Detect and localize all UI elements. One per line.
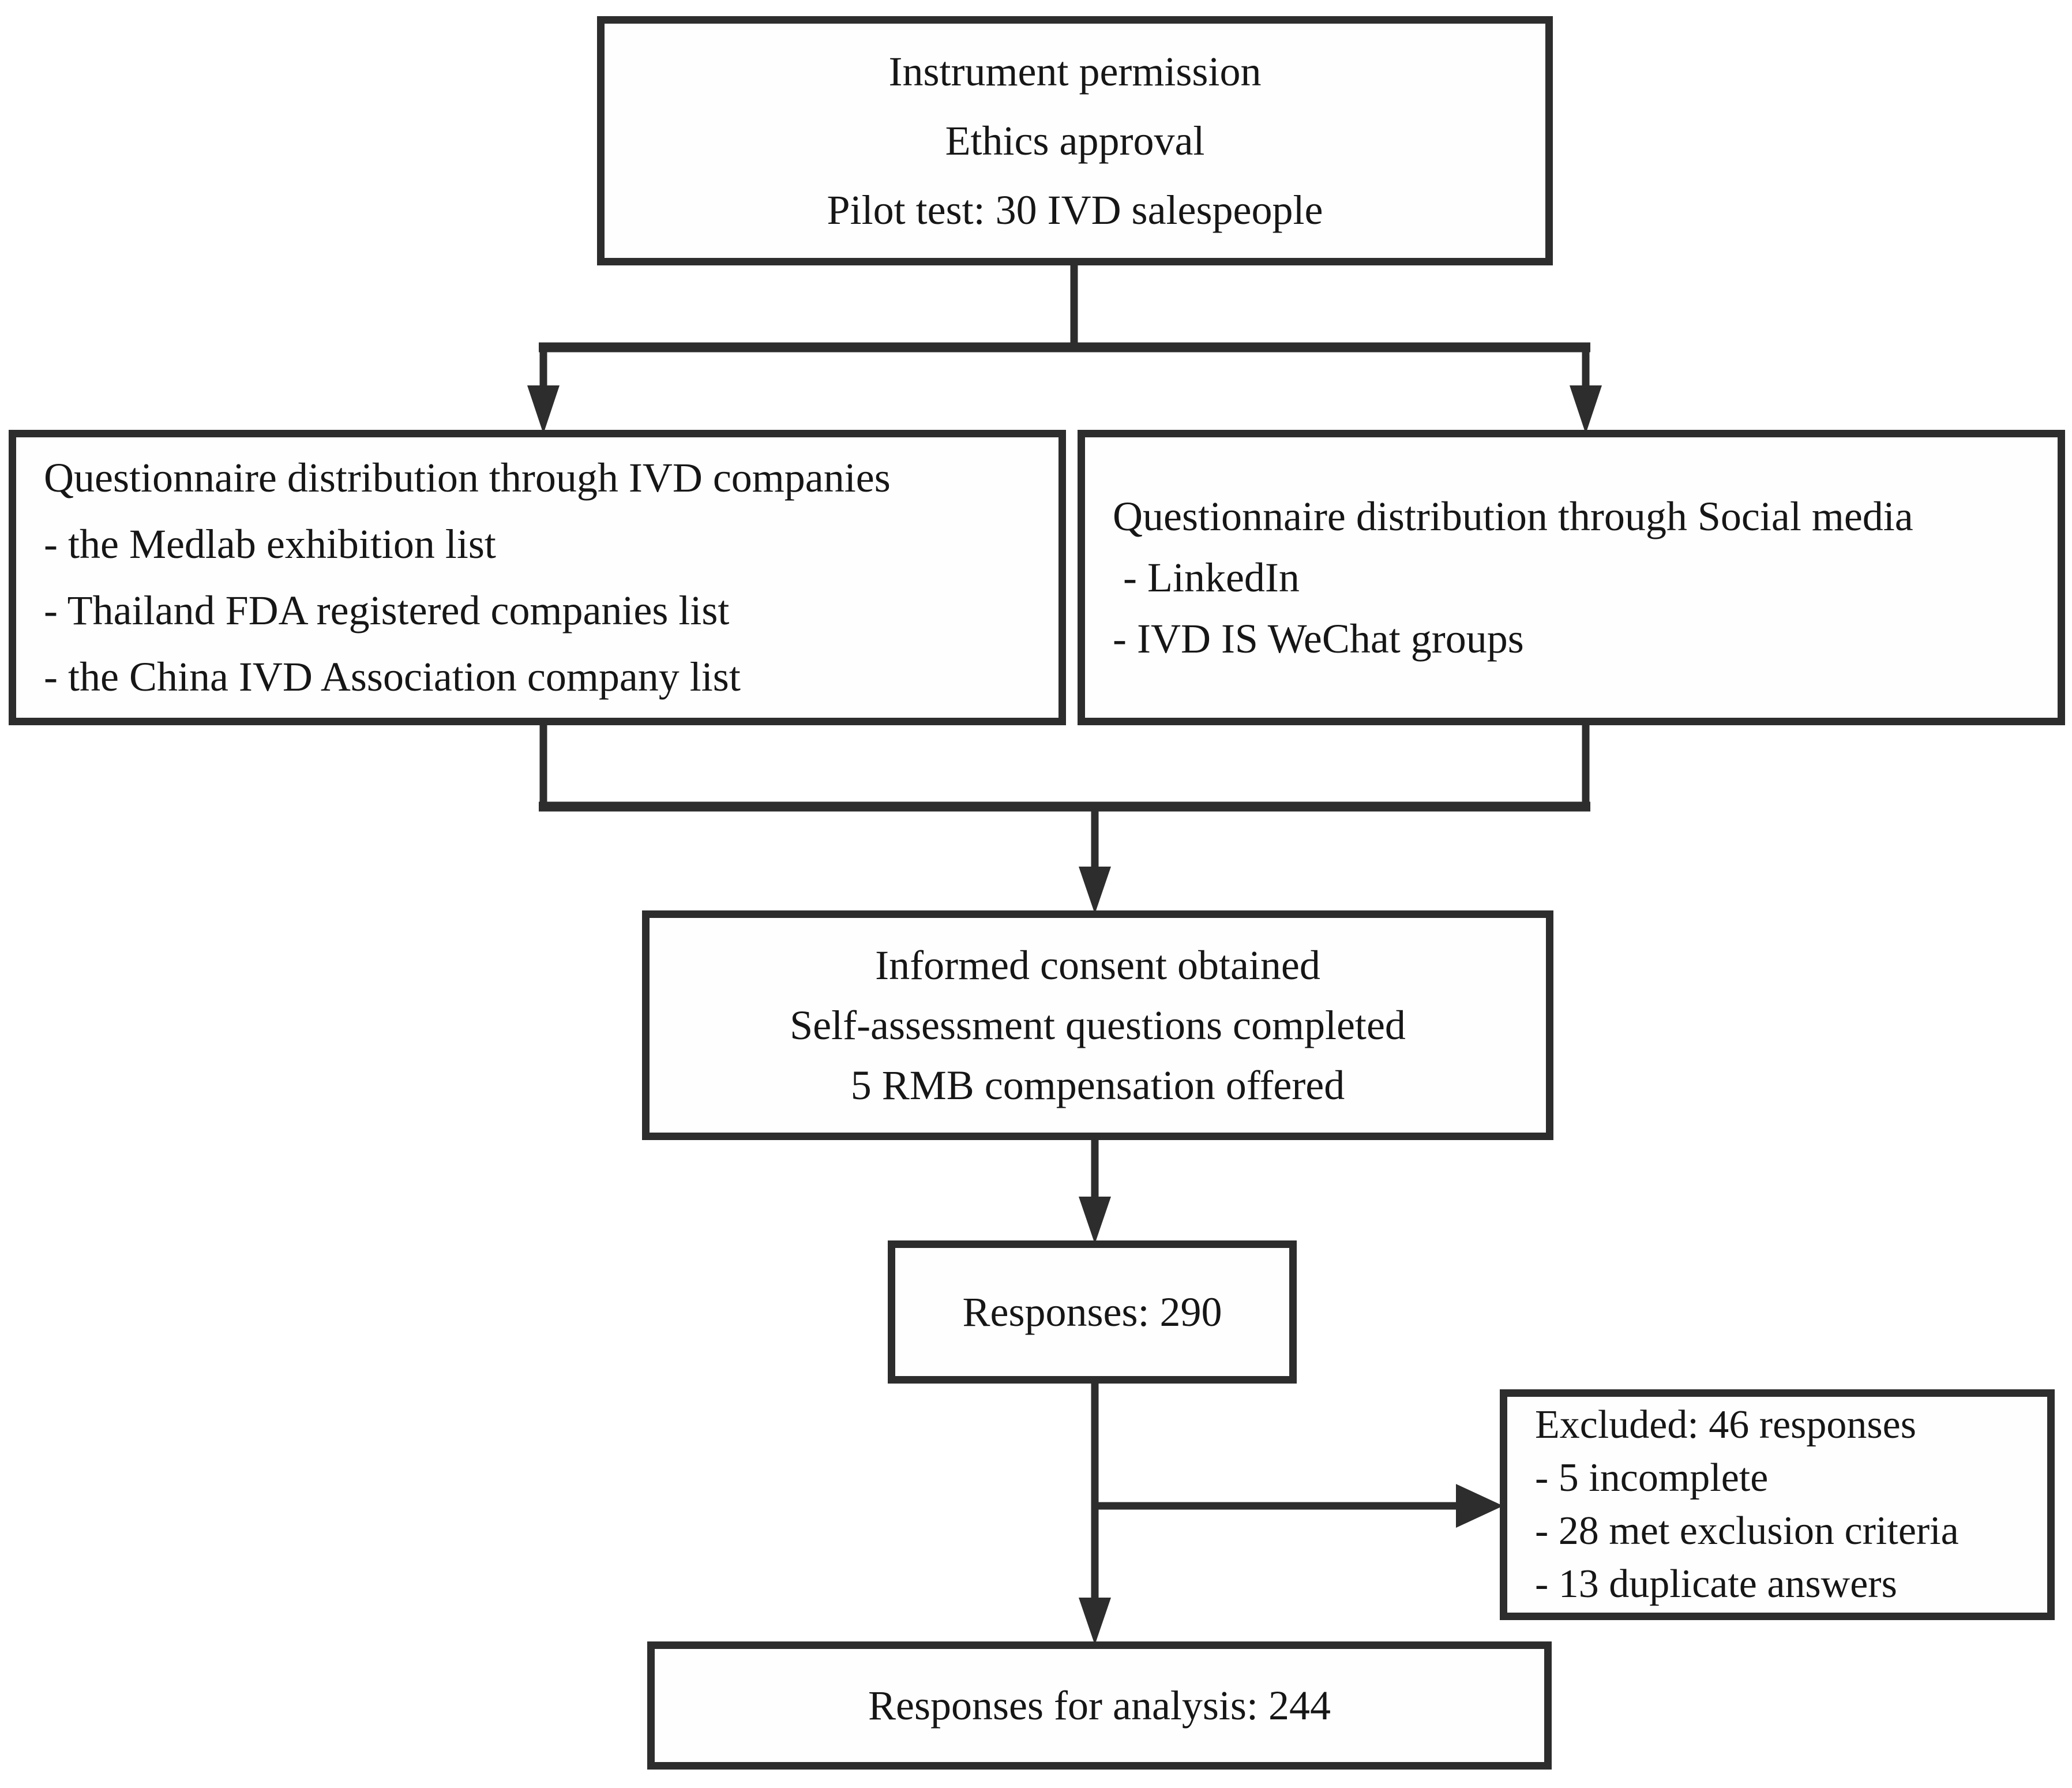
arrowhead-into-consent-box [1079,867,1111,914]
text-line: Questionnaire distribution through IVD c… [44,455,891,501]
text-line: - 5 incomplete [1535,1456,1769,1500]
box-consent: Informed consent obtained Self-assessmen… [642,910,1553,1140]
text-line: Questionnaire distribution through Socia… [1113,493,1913,539]
text-line: Excluded: 46 responses [1535,1403,1916,1447]
arrowhead-into-excluded-box [1456,1484,1503,1528]
text-line: 5 RMB compensation offered [850,1062,1345,1108]
arrowhead-into-ivd-box [527,385,560,434]
text-line: Ethics approval [945,118,1205,164]
text-line: - the China IVD Association company list [44,654,741,700]
text-line: - IVD IS WeChat groups [1113,616,1524,662]
arrowhead-into-social-box [1570,385,1602,434]
text-line: Informed consent obtained [875,942,1320,988]
text-line: Instrument permission [888,48,1262,95]
box-preparation: Instrument permission Ethics approval Pi… [597,16,1553,265]
text-line: - 28 met exclusion criteria [1535,1509,1959,1553]
text-line: - 13 duplicate answers [1535,1562,1897,1606]
text-line: Self-assessment questions completed [790,1002,1406,1048]
text-line: Pilot test: 30 IVD salespeople [827,187,1323,233]
arrowhead-into-analysis-box [1079,1598,1111,1645]
arrowhead-into-responses-box [1079,1197,1111,1244]
text-line: - the Medlab exhibition list [44,521,496,567]
box-questionnaire-ivd-companies: Questionnaire distribution through IVD c… [9,430,1066,725]
box-excluded: Excluded: 46 responses - 5 incomplete - … [1500,1389,2055,1620]
text-line: Responses: 290 [962,1288,1222,1335]
box-responses-count: Responses: 290 [888,1240,1297,1384]
text-line: Responses for analysis: 244 [868,1682,1331,1729]
text-line: - Thailand FDA registered companies list [44,587,730,634]
box-responses-for-analysis: Responses for analysis: 244 [647,1641,1552,1770]
box-questionnaire-social-media: Questionnaire distribution through Socia… [1078,430,2065,725]
text-line: - LinkedIn [1113,554,1300,601]
